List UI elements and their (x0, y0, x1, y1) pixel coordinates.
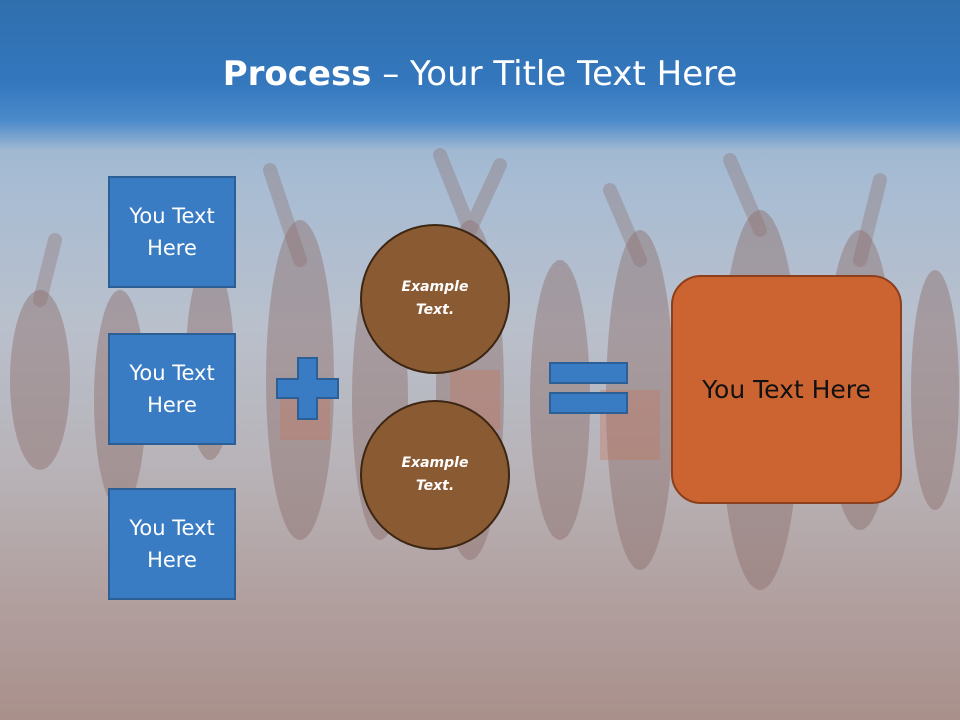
example-circle-1[interactable]: Example Text. (360, 224, 510, 374)
text-box-1[interactable]: You Text Here (108, 176, 236, 288)
title-band (0, 0, 960, 150)
equals-icon (549, 362, 628, 414)
slide-title: Process – Your Title Text Here (0, 50, 960, 98)
text-box-2[interactable]: You Text Here (108, 333, 236, 445)
text-box-3[interactable]: You Text Here (108, 488, 236, 600)
title-rest: – Your Title Text Here (371, 54, 738, 94)
example-circle-2[interactable]: Example Text. (360, 400, 510, 550)
plus-icon (276, 357, 339, 420)
result-box[interactable]: You Text Here (671, 275, 902, 504)
title-bold: Process (222, 54, 372, 94)
